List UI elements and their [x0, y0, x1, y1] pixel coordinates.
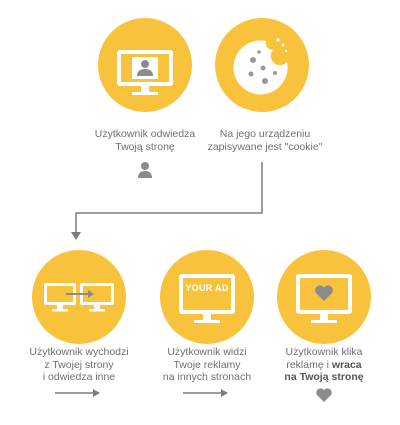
cookie-icon [233, 38, 288, 95]
step2-label: Na jego urządzeniu zapisywane jest "cook… [207, 128, 323, 153]
ad-text: YOUR AD [185, 283, 229, 293]
monitor-user-icon [117, 50, 173, 95]
step3-arrow-icon [55, 389, 100, 397]
step5-label: Użytkownik klika reklamę i wraca na Twoj… [284, 346, 364, 383]
step4-label: Użytkownik widzi Twoje reklamy na innych… [162, 346, 252, 383]
two-monitors-arrow-icon [44, 283, 114, 312]
step3-label: Użytkownik wychodzi z Twojej strony i od… [29, 346, 129, 383]
monitor-ad-icon [179, 274, 235, 323]
step1-label: Użytkownik odwiedza Twoją stronę [94, 128, 196, 153]
step4-arrow-icon [183, 389, 228, 397]
monitor-heart-icon [296, 274, 352, 323]
heart-icon [316, 388, 332, 402]
user-icon [138, 162, 152, 178]
